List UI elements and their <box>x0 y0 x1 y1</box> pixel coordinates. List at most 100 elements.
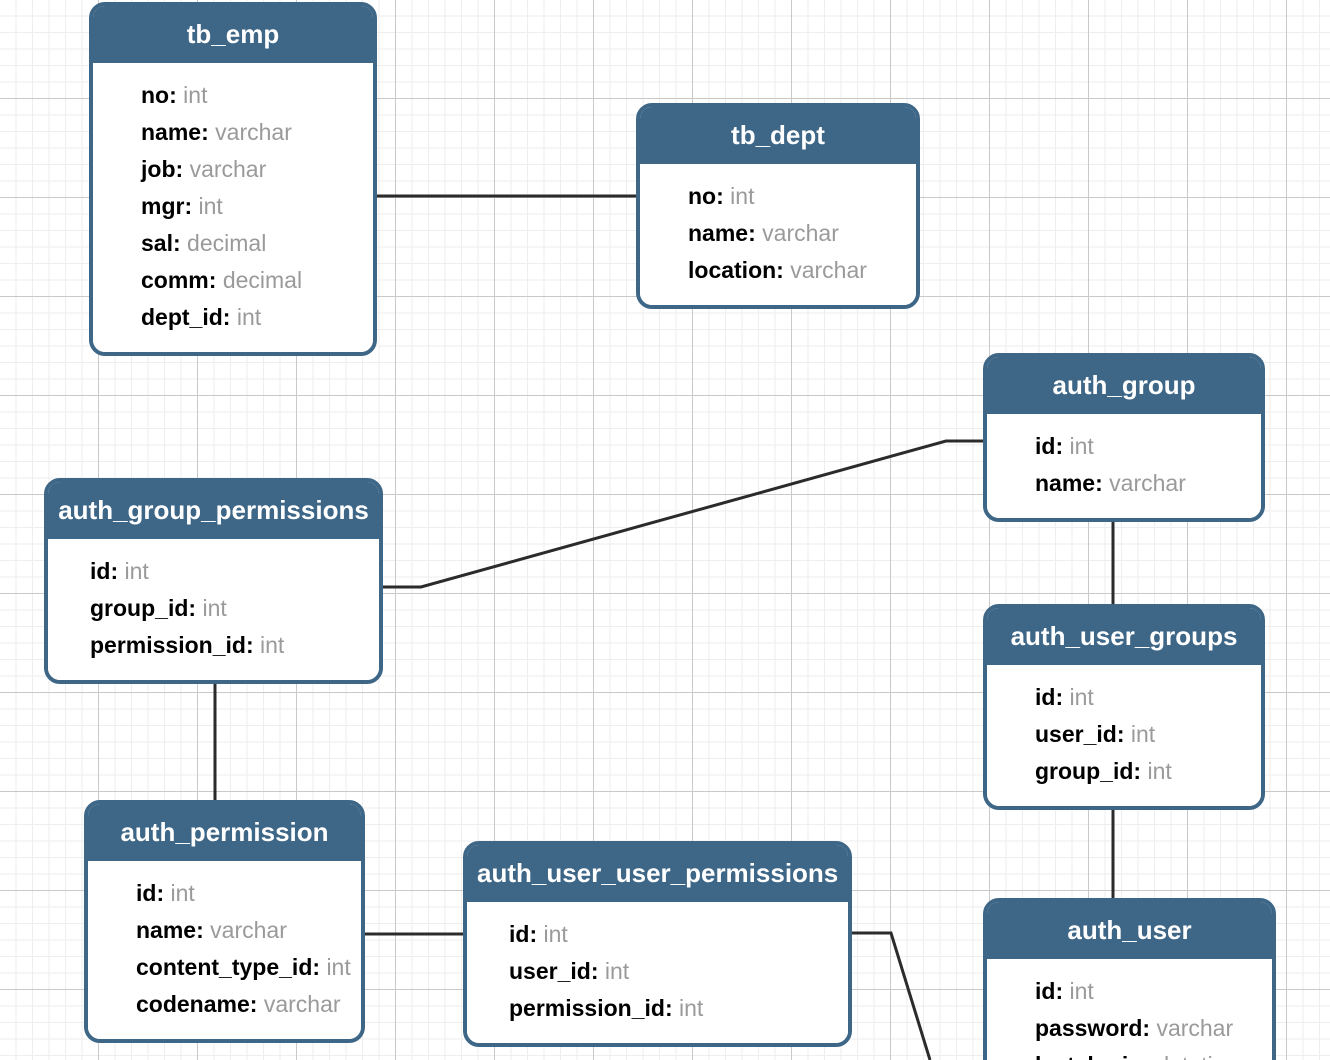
entity-title-auth_user_user_permissions: auth_user_user_permissions <box>467 845 848 902</box>
field-separator: : <box>1055 684 1070 710</box>
field-type: varchar <box>263 991 341 1017</box>
field-separator: : <box>110 558 125 584</box>
field-separator: : <box>776 257 791 283</box>
field-type: varchar <box>1109 470 1186 496</box>
field-separator: : <box>188 595 203 621</box>
field-row: name: varchar <box>987 465 1261 502</box>
field-row: location: varchar <box>640 252 916 289</box>
field-type: int <box>260 632 285 658</box>
field-row: user_id: int <box>467 953 848 990</box>
field-row: comm: decimal <box>93 262 373 299</box>
field-type: int <box>124 558 149 584</box>
field-name: codename <box>136 991 250 1017</box>
field-separator: : <box>716 183 731 209</box>
field-row: no: int <box>93 77 373 114</box>
field-type: int <box>170 880 195 906</box>
field-type: int <box>604 958 630 984</box>
field-row: name: varchar <box>88 912 361 949</box>
entity-title-auth_permission: auth_permission <box>88 804 361 861</box>
field-row: sal: decimal <box>93 225 373 262</box>
field-row: name: varchar <box>93 114 373 151</box>
field-name: last_login <box>1035 1052 1142 1060</box>
field-separator: : <box>201 119 216 145</box>
field-name: sal <box>141 230 173 256</box>
field-separator: : <box>169 82 184 108</box>
field-name: user_id <box>509 958 591 984</box>
field-type: varchar <box>1156 1015 1234 1041</box>
field-name: permission_id <box>90 632 246 658</box>
field-name: id <box>136 880 157 906</box>
field-type: int <box>183 82 208 108</box>
field-type: decimal <box>187 230 267 256</box>
field-type: varchar <box>790 257 867 283</box>
field-separator: : <box>529 921 544 947</box>
field-name: id <box>1035 684 1056 710</box>
field-row: no: int <box>640 178 916 215</box>
field-row: id: int <box>48 553 379 590</box>
field-row: id: int <box>987 679 1261 716</box>
field-name: location <box>688 257 777 283</box>
field-name: no <box>141 82 170 108</box>
field-separator: : <box>312 954 327 980</box>
field-separator: : <box>196 917 211 943</box>
connector-userperms-offscreen <box>852 931 932 1060</box>
field-type: varchar <box>210 917 287 943</box>
field-type: int <box>1069 978 1094 1004</box>
field-name: no <box>688 183 717 209</box>
field-name: name <box>688 220 749 246</box>
field-separator: : <box>590 958 605 984</box>
field-row: permission_id: int <box>467 990 848 1027</box>
field-name: password <box>1035 1015 1143 1041</box>
entity-title-auth_group: auth_group <box>987 357 1261 414</box>
entity-title-tb_dept: tb_dept <box>640 107 916 164</box>
field-name: id <box>90 558 111 584</box>
field-name: id <box>509 921 530 947</box>
field-type: int <box>1130 721 1156 747</box>
field-separator: : <box>1133 758 1148 784</box>
field-separator: : <box>222 304 237 330</box>
field-name: permission_id <box>509 995 665 1021</box>
field-name: user_id <box>1035 721 1117 747</box>
field-separator: : <box>184 193 199 219</box>
field-row: user_id: int <box>987 716 1261 753</box>
field-type: varchar <box>189 156 267 182</box>
field-type: varchar <box>215 119 292 145</box>
field-row: group_id: int <box>987 753 1261 790</box>
field-separator: : <box>208 267 223 293</box>
field-name: group_id <box>90 595 189 621</box>
field-type: int <box>543 921 568 947</box>
entity-title-auth_group_permissions: auth_group_permissions <box>48 482 379 539</box>
field-separator: : <box>1142 1015 1157 1041</box>
field-separator: : <box>1055 433 1070 459</box>
field-name: comm <box>141 267 209 293</box>
field-row: id: int <box>467 916 848 953</box>
field-type: int <box>236 304 262 330</box>
field-type: int <box>326 954 351 980</box>
field-row: content_type_id: int <box>88 949 361 986</box>
field-row: id: int <box>88 875 361 912</box>
field-separator: : <box>172 230 188 256</box>
field-separator: : <box>249 991 264 1017</box>
field-row: id: int <box>987 428 1261 465</box>
field-row: job: varchar <box>93 151 373 188</box>
field-name: name <box>136 917 197 943</box>
field-row: group_id: int <box>48 590 379 627</box>
field-row: password: varchar <box>987 1010 1272 1047</box>
entity-title-auth_user_groups: auth_user_groups <box>987 608 1261 665</box>
field-separator: : <box>156 880 171 906</box>
field-row: last_login: datetime <box>987 1047 1272 1060</box>
